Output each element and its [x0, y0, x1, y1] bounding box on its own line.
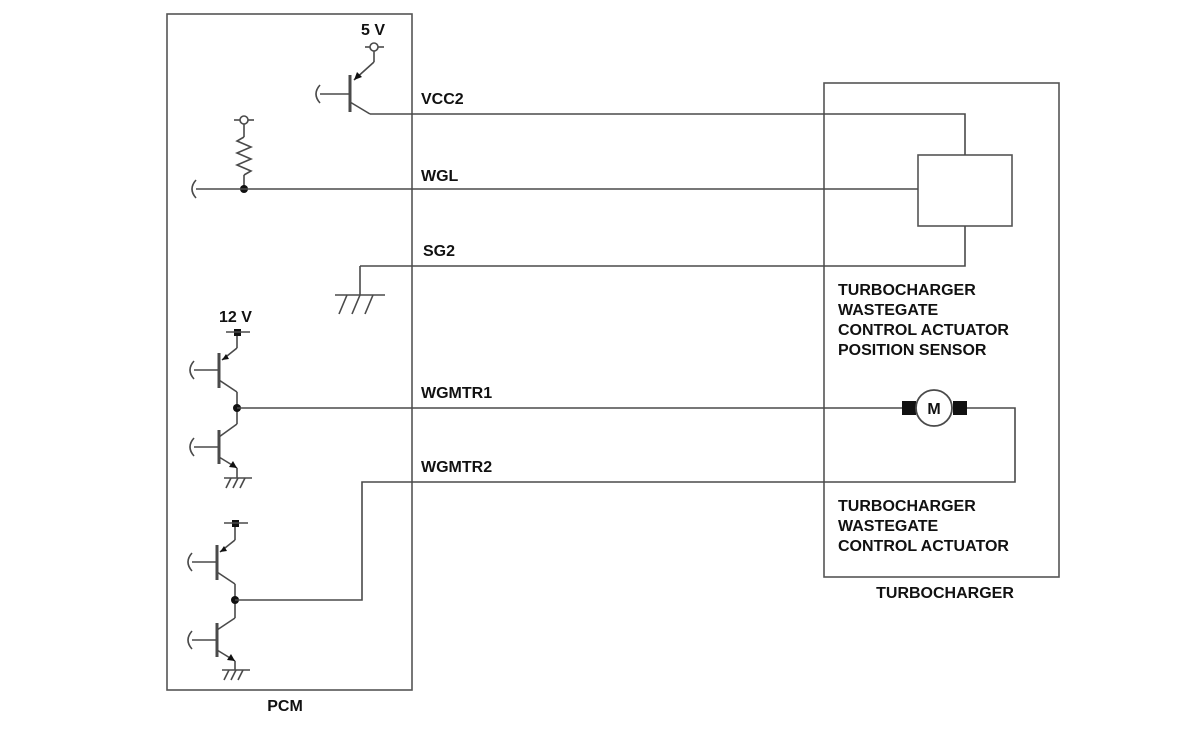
wgl-pullup-resistor — [191, 115, 254, 199]
sg2-wire — [360, 226, 966, 267]
motor-m-label: M — [927, 401, 940, 418]
pcm-box — [166, 13, 413, 691]
motor-symbol: M — [902, 389, 967, 427]
wgmtr2-label: WGMTR2 — [421, 459, 492, 476]
five-volt-terminal — [369, 42, 379, 52]
twelve-volt-label: 12 V — [219, 309, 252, 326]
position-sensor-box — [917, 154, 1013, 227]
turbocharger-box — [823, 82, 1060, 578]
sg2-label: SG2 — [423, 243, 455, 260]
wgmtr2-driver-transistors — [187, 520, 250, 681]
pcm-label: PCM — [267, 698, 303, 715]
position-sensor-label-line-4: POSITION SENSOR — [838, 342, 987, 359]
position-sensor-label-line-1: TURBOCHARGER — [838, 282, 976, 299]
wgmtr1-label: WGMTR1 — [421, 385, 492, 402]
sg2-ground-symbol — [335, 266, 385, 315]
position-sensor-label-line-3: CONTROL ACTUATOR — [838, 322, 1009, 339]
wgmtr2-wire — [235, 407, 1016, 601]
vcc2-label: VCC2 — [421, 91, 464, 108]
five-volt-label: 5 V — [361, 22, 385, 39]
wgl-label: WGL — [421, 168, 459, 185]
turbocharger-label: TURBOCHARGER — [876, 585, 1014, 602]
vcc2-driver-transistor — [315, 42, 384, 115]
actuator-label-line-1: TURBOCHARGER — [838, 498, 976, 515]
actuator-label-line-3: CONTROL ACTUATOR — [838, 538, 1009, 555]
vcc2-wire — [370, 113, 966, 155]
position-sensor-label-line-2: WASTEGATE — [838, 302, 938, 319]
actuator-label-line-2: WASTEGATE — [838, 518, 938, 535]
